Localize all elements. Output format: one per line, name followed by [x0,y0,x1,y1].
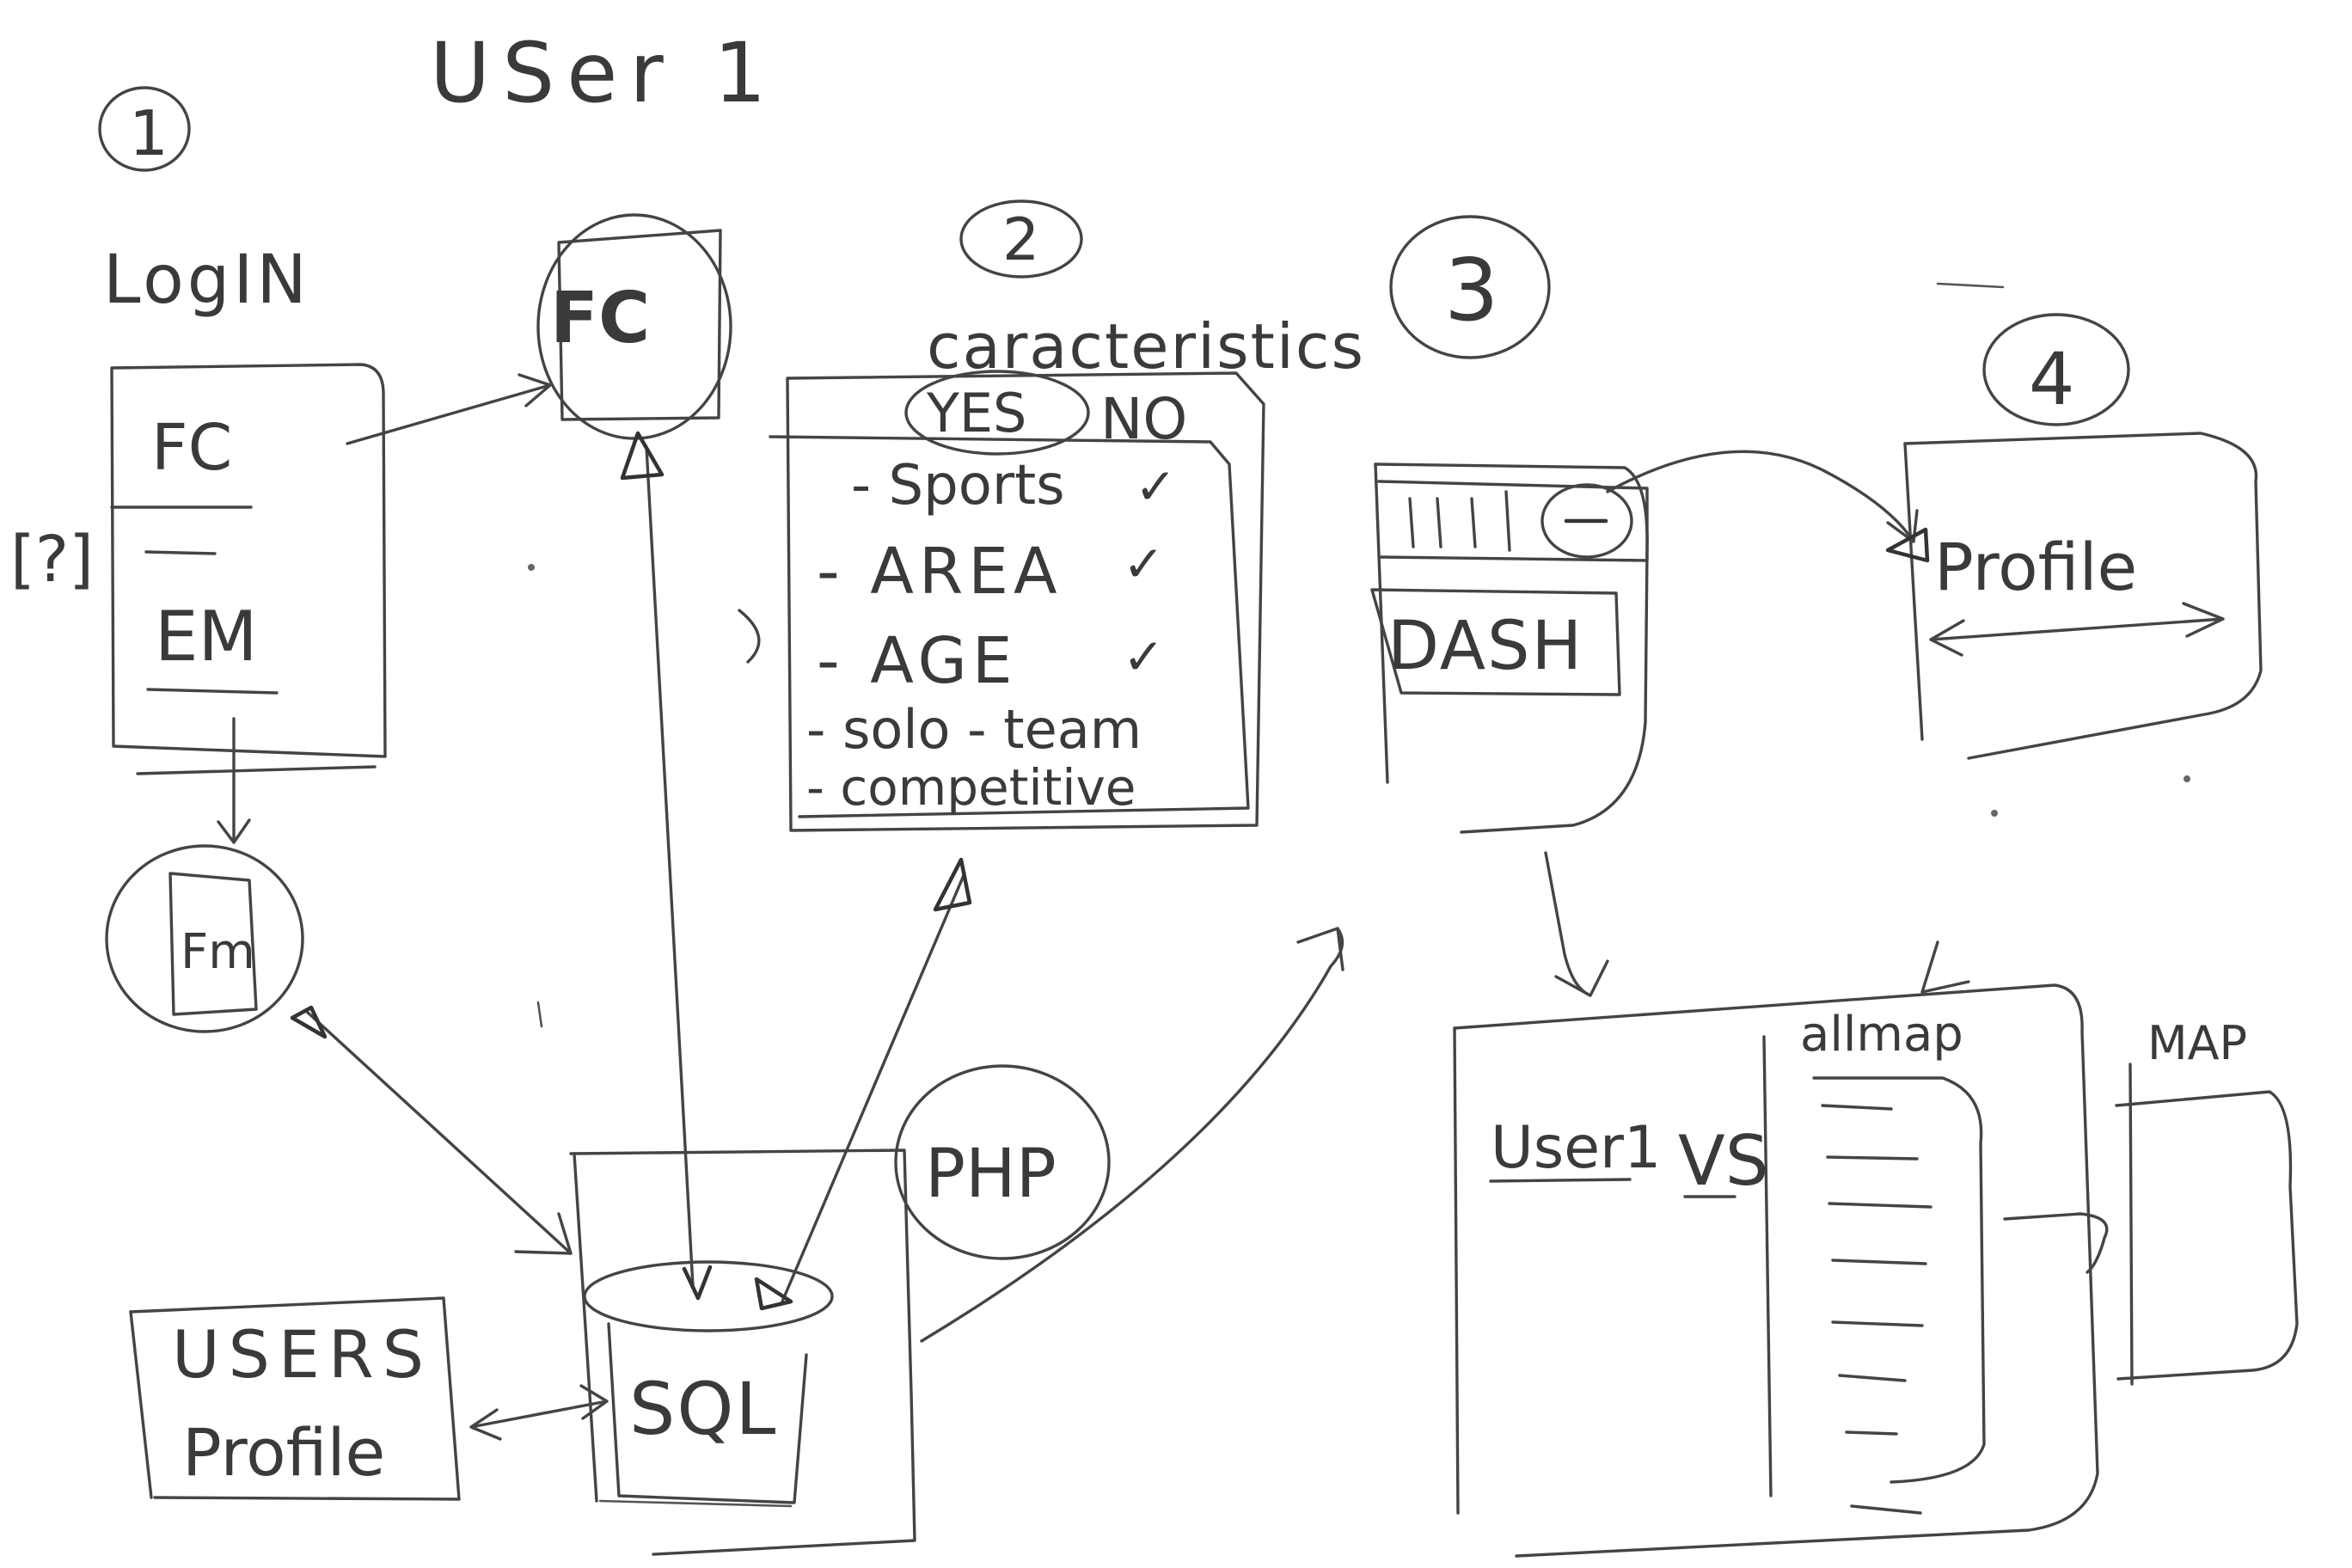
sql-label: SQL [629,1367,777,1451]
em-circle [105,844,304,1033]
option-yes: YES [926,382,1026,444]
map-label: MAP [2147,1016,2247,1070]
arrow-login-to-fc [346,373,552,445]
php-label: PHP [925,1136,1057,1213]
php-circle [894,1064,1111,1260]
users-profile-table [129,1296,461,1501]
svg-text:4: 4 [2029,337,2074,421]
flow-arrows [217,373,1930,1441]
match-user-label: User1 [1491,1114,1661,1182]
login-field-fc: FC [151,411,232,485]
page-title: USer 1 [430,25,778,121]
profile-label: Profile [1934,529,2137,605]
login-field-em: EM [155,597,258,677]
chevron-right-icon [738,609,761,664]
characteristic-checks: ✓ ✓ ✓ [1123,457,1177,686]
characteristics-screen [769,370,1265,832]
characteristics-list: - Sports - AREA - AGE - solo - team - co… [806,454,1142,817]
characteristic-item: - AREA [817,535,1063,609]
check-icon: ✓ [1135,457,1177,516]
arrow-em-sql [304,1009,573,1255]
arrow-dashboard-to-profile [1606,450,1919,543]
fc-circle-label: FC [550,278,650,359]
profile-screen [1903,282,2263,817]
dashboard-label: DASH [1387,608,1583,685]
map-panel [2003,1063,2299,1386]
characteristic-item: - Sports [851,454,1065,518]
check-icon: ✓ [1123,628,1165,686]
login-heading: LogIN [103,242,310,319]
match-vs-label: VS [1678,1121,1769,1201]
svg-text:2: 2 [1002,206,1039,274]
option-no: NO [1100,386,1187,452]
arrow-php-to-dashboard [920,927,1344,1343]
arrow-fc-sql [645,445,695,1288]
arrow-users-sql [469,1384,609,1441]
characteristic-item: - AGE [817,624,1018,698]
login-screen [110,363,387,775]
arrow-characteristics-sql [781,872,966,1303]
characteristic-item: - competitive [806,758,1136,817]
step-2-marker: 2 [959,199,1083,279]
stray-mark [536,1001,543,1028]
arrow-login-to-em [217,717,251,844]
help-mark: [?] [10,523,94,597]
users-table-title: USERS [172,1316,432,1393]
step-4-marker: 4 [1982,313,2130,426]
step-3-marker: 3 [1389,215,1551,359]
users-table-subtitle: Profile [182,1414,385,1491]
step-1-marker: 1 [98,86,191,172]
svg-text:3: 3 [1444,240,1499,340]
match-screen [1453,940,2099,1558]
match-list-label: allmap [1800,1007,1963,1063]
arrow-dashboard-to-match [1544,851,1609,997]
characteristic-item: - solo - team [806,698,1142,761]
check-icon: ✓ [1123,535,1165,593]
stray-mark [528,564,535,571]
sql-server [569,1148,916,1556]
svg-text:1: 1 [129,97,168,169]
dashboard-screen [1370,462,1649,834]
em-circle-label: Fm [181,924,255,980]
